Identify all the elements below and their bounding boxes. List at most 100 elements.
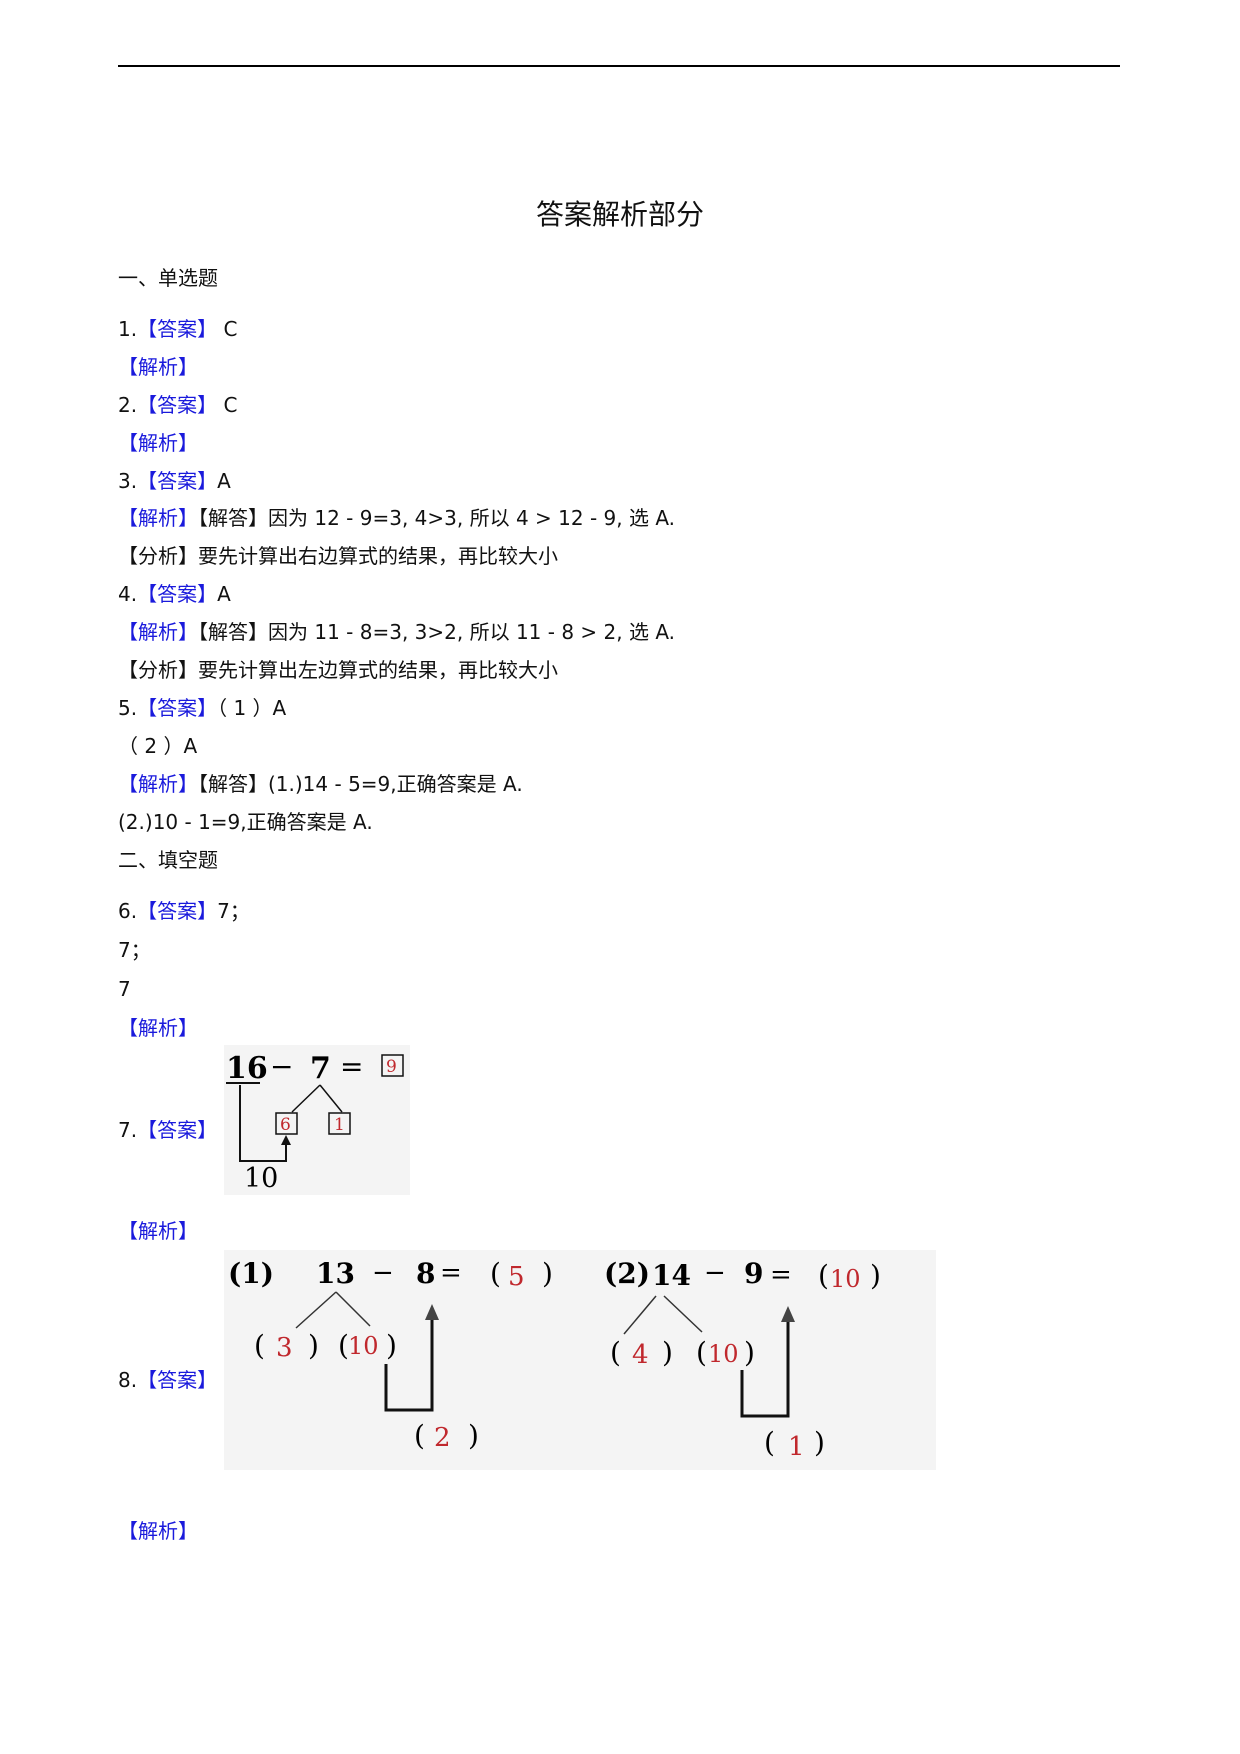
q8-p2-result: 10 [830, 1265, 861, 1293]
q8-p2-split-b: 10 [708, 1340, 739, 1368]
q8-p2-diff: 1 [788, 1432, 805, 1462]
q7-analysis-label: 【解析】 [118, 1219, 198, 1243]
q5-answer-1: （ 1 ）A [217, 696, 287, 720]
q8-p1-diff: 2 [434, 1423, 451, 1453]
q8-p2-arrow-line [740, 1310, 790, 1418]
q8-p1-subtrahend: 8 [416, 1257, 435, 1290]
analysis-label: 【解析】 [118, 772, 198, 796]
q8-p1-d-open: ( [414, 1419, 425, 1452]
q8-p1-label: (1) [228, 1257, 274, 1290]
q8-p2-d-close: ) [814, 1426, 825, 1459]
q5-analysis-line: 【解析】【解答】(1.)14 - 5=9,正确答案是 A. [118, 771, 523, 797]
q8-p2-a-close: ) [662, 1336, 673, 1369]
q7-equals-sign: = [340, 1050, 363, 1083]
q8-p1-a-open: ( [254, 1329, 265, 1362]
section-heading-fill-blank: 二、填空题 [118, 848, 218, 872]
q4-hint: 【分析】要先计算出左边算式的结果，再比较大小 [118, 658, 558, 682]
answer-label: 【答案】 [137, 899, 218, 923]
q7-split-b: 1 [334, 1115, 345, 1135]
q7-arrow-head [281, 1135, 291, 1145]
q2-answer: C [217, 393, 238, 417]
q2-analysis-label: 【解析】 [118, 431, 198, 455]
q8-p1-branch-left [295, 1291, 337, 1329]
q8-p1-arrow-line [384, 1308, 434, 1412]
q8-p2-branch-right [663, 1295, 703, 1333]
q8-p2-split-a: 4 [632, 1340, 649, 1370]
answer-label: 【答案】 [137, 1368, 218, 1392]
q3-number: 3. [118, 469, 138, 493]
q8-analysis-label: 【解析】 [118, 1519, 198, 1543]
q7-split-b-box [328, 1112, 351, 1135]
q8-p2-minus: − [704, 1258, 726, 1288]
q8-p1-branch-right [335, 1291, 371, 1327]
q8-p2-b-open: ( [696, 1336, 707, 1369]
q8-p1-minuend: 13 [316, 1257, 355, 1290]
q5-solution-2: (2.)10 - 1=9,正确答案是 A. [118, 810, 373, 834]
q8-p1-close-paren: ) [542, 1257, 553, 1290]
q8-p1-split-b: 10 [348, 1332, 379, 1360]
q2-number: 2. [118, 393, 138, 417]
q3-answer: A [217, 469, 231, 493]
q2-answer-line: 2.【答案】 C [118, 392, 237, 418]
q6-answer-1: 7； [217, 899, 250, 923]
answer-label: 【答案】 [137, 696, 218, 720]
q7-arrow-line [239, 1085, 287, 1162]
q6-number: 6. [118, 899, 138, 923]
q7-subtrahend: 7 [310, 1051, 331, 1086]
q5-answer-2: （ 2 ）A [118, 734, 198, 758]
q7-result-box [381, 1054, 404, 1077]
q8-p2-branch-left [623, 1295, 657, 1335]
q4-number: 4. [118, 582, 138, 606]
answer-label: 【答案】 [137, 1118, 218, 1142]
q8-p1-split-a: 3 [276, 1333, 293, 1363]
q7-ten: 10 [244, 1163, 278, 1194]
header-rule [118, 65, 1120, 67]
q8-p1-b-open: ( [338, 1329, 349, 1362]
q3-solution: 【解答】因为 12 - 9=3, 4>3, 所以 4 > 12 - 9, 选 A… [198, 506, 676, 530]
q5-number: 5. [118, 696, 138, 720]
q8-p2-subtrahend: 9 [744, 1257, 763, 1290]
q7-answer-line: 7.【答案】 [118, 1117, 217, 1143]
q7-minus-sign: − [270, 1050, 293, 1083]
q4-solution: 【解答】因为 11 - 8=3, 3>2, 所以 11 - 8 > 2, 选 A… [198, 620, 676, 644]
q8-answer-line: 8.【答案】 [118, 1367, 217, 1393]
q8-p2-minuend: 14 [652, 1259, 691, 1292]
q7-split-a: 6 [280, 1115, 291, 1135]
q8-p2-b-close: ) [744, 1336, 755, 1369]
q1-answer-line: 1.【答案】 C [118, 316, 237, 342]
q6-analysis-label: 【解析】 [118, 1016, 198, 1040]
q8-p1-equals: = [440, 1258, 462, 1288]
q8-figure: (1) 13 − 8 = ( 5 ) ( 3 ) ( 10 ) ( 2 ) (2… [224, 1250, 936, 1470]
page-title: 答案解析部分 [535, 198, 704, 231]
q8-p1-open-paren: ( [490, 1257, 501, 1290]
answer-label: 【答案】 [137, 317, 218, 341]
q8-p1-minus: − [372, 1258, 394, 1288]
section-heading-single-choice: 一、单选题 [118, 266, 218, 290]
q8-p2-label: (2) [604, 1257, 650, 1290]
answer-label: 【答案】 [137, 469, 218, 493]
q7-number: 7. [118, 1118, 138, 1142]
q8-p2-open-paren: ( [818, 1259, 829, 1292]
q1-answer: C [217, 317, 238, 341]
q8-p2-arrow-head [781, 1306, 795, 1322]
analysis-label: 【解析】 [118, 620, 198, 644]
q4-analysis-line: 【解析】【解答】因为 11 - 8=3, 3>2, 所以 11 - 8 > 2,… [118, 619, 675, 645]
q7-split-a-box [275, 1112, 298, 1135]
q5-answer-line: 5.【答案】（ 1 ）A [118, 695, 286, 721]
q7-result: 9 [386, 1057, 397, 1077]
q1-analysis-label: 【解析】 [118, 355, 198, 379]
q6-answer-3: 7 [118, 977, 131, 1001]
analysis-label: 【解析】 [118, 506, 198, 530]
q3-analysis-line: 【解析】【解答】因为 12 - 9=3, 4>3, 所以 4 > 12 - 9,… [118, 505, 675, 531]
q6-answer-line: 6.【答案】7； [118, 898, 250, 924]
q3-answer-line: 3.【答案】A [118, 468, 231, 494]
answer-label: 【答案】 [137, 393, 218, 417]
answer-label: 【答案】 [137, 582, 218, 606]
q8-p1-result: 5 [508, 1262, 525, 1292]
q8-p1-b-close: ) [386, 1329, 397, 1362]
q6-answer-2: 7； [118, 938, 151, 962]
q8-p2-d-open: ( [764, 1426, 775, 1459]
q8-p2-close-paren: ) [870, 1259, 881, 1292]
q5-solution-1: 【解答】(1.)14 - 5=9,正确答案是 A. [198, 772, 523, 796]
q8-p1-arrow-head [425, 1304, 439, 1320]
